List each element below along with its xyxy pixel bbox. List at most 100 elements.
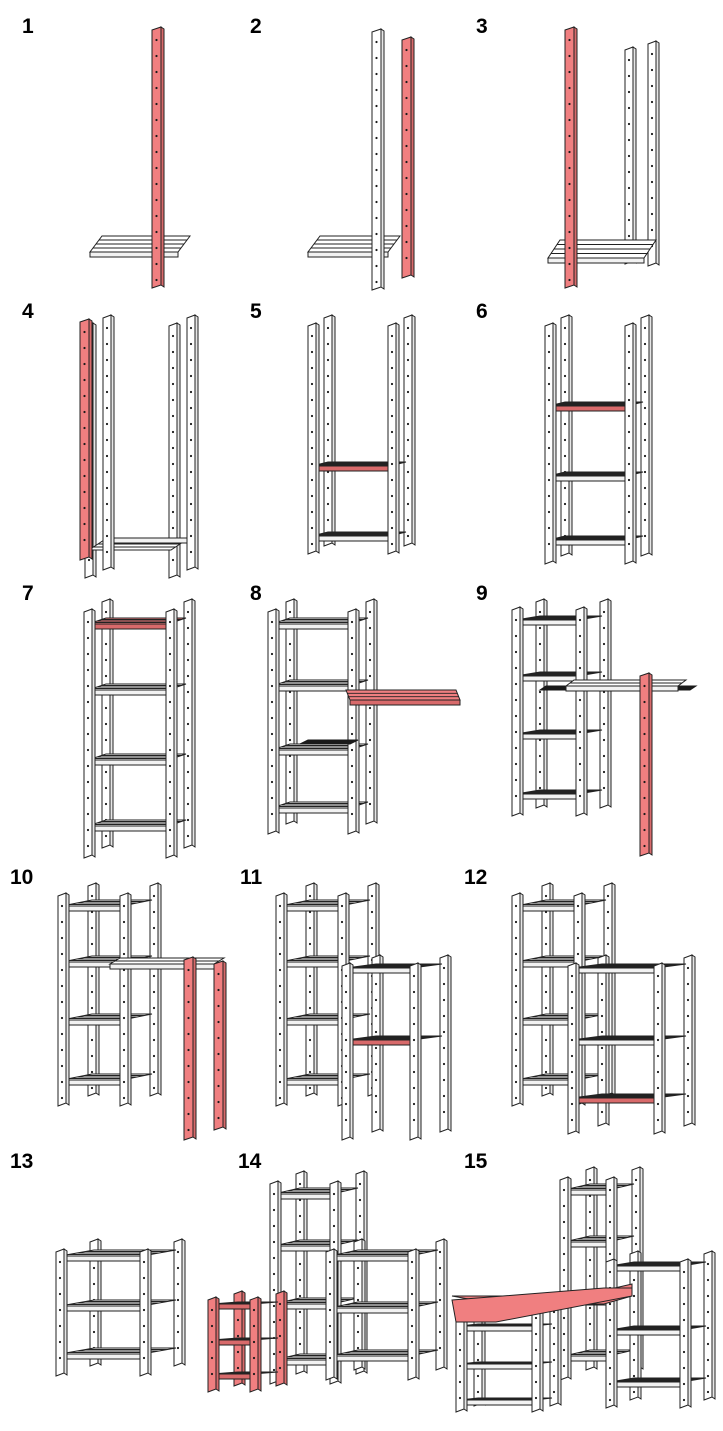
leg	[435, 1238, 448, 1371]
highlighted-leg	[401, 36, 415, 279]
leg	[575, 606, 588, 817]
step-number: 14	[238, 1150, 262, 1173]
shelf	[345, 963, 443, 974]
leg	[624, 322, 637, 565]
shelf	[89, 235, 191, 258]
leg	[624, 46, 637, 265]
highlighted-leg	[151, 26, 165, 289]
step-number: 15	[464, 1150, 488, 1173]
step-number: 2	[250, 15, 262, 38]
shelf	[515, 1073, 607, 1086]
leg	[267, 608, 280, 835]
leg	[275, 892, 288, 1107]
leg	[57, 892, 70, 1107]
shelf	[609, 1261, 707, 1272]
highlighted-leg	[564, 26, 578, 289]
highlighted-leg	[249, 1296, 262, 1393]
leg	[567, 962, 580, 1135]
highlighted-leg	[213, 960, 227, 1131]
step-number: 5	[250, 300, 262, 323]
leg	[703, 1250, 716, 1401]
leg	[439, 954, 452, 1133]
leg	[640, 314, 653, 557]
shelf	[547, 239, 657, 264]
shelf	[61, 1073, 153, 1086]
shelf	[61, 1013, 153, 1026]
shelf	[307, 235, 401, 258]
leg	[87, 882, 100, 1097]
step-13: 13	[10, 1150, 186, 1377]
shelf	[329, 1349, 439, 1362]
shelf	[271, 743, 369, 756]
step-8: 8	[250, 582, 461, 835]
shelf	[515, 899, 607, 912]
highlighted-shelf	[87, 617, 187, 630]
leg	[149, 882, 162, 1097]
step-number: 1	[22, 15, 34, 38]
leg	[387, 322, 400, 555]
leg	[285, 598, 298, 825]
shelf	[61, 899, 153, 912]
highlighted-leg	[275, 1290, 288, 1387]
shelf	[279, 955, 371, 968]
shelf	[59, 1299, 177, 1312]
step-4: 4	[22, 300, 199, 579]
leg	[541, 882, 554, 1097]
leg	[165, 608, 178, 859]
shelf	[59, 1249, 177, 1262]
leg	[168, 322, 181, 579]
highlighted-shelf	[571, 1093, 687, 1104]
leg	[365, 598, 378, 825]
highlighted-shelf	[211, 1371, 279, 1380]
step-number: 12	[464, 866, 487, 889]
leg	[323, 314, 336, 547]
step-11: 11	[240, 866, 452, 1141]
highlighted-leg	[639, 672, 653, 857]
leg	[407, 1248, 420, 1381]
shelf	[59, 1347, 177, 1360]
step-2: 2	[250, 15, 415, 291]
leg	[544, 322, 557, 565]
leg	[102, 314, 115, 571]
leg	[559, 1176, 572, 1381]
leg	[305, 882, 318, 1097]
step-12: 12	[464, 866, 696, 1135]
leg	[549, 1298, 562, 1407]
leg	[173, 1238, 186, 1367]
leg	[183, 598, 196, 849]
shelf	[279, 899, 371, 912]
highlighted-leg	[207, 1296, 220, 1393]
shelf	[87, 683, 187, 696]
leg	[307, 322, 320, 555]
shelf	[609, 1325, 707, 1336]
shelf	[515, 729, 603, 740]
shelf	[273, 1187, 359, 1200]
step-5: 5	[250, 300, 416, 555]
leg	[295, 1170, 308, 1375]
step-number: 13	[10, 1150, 33, 1173]
leg	[511, 892, 524, 1107]
leg	[560, 314, 573, 557]
shelf	[515, 615, 603, 626]
step-number: 3	[476, 15, 488, 38]
shelf	[563, 1183, 635, 1196]
leg	[679, 1258, 692, 1409]
leg	[347, 608, 360, 835]
shelf	[564, 679, 688, 692]
leg	[403, 314, 416, 547]
leg	[653, 962, 666, 1135]
leg	[585, 1166, 598, 1371]
step-number: 7	[22, 582, 34, 605]
step-3: 3	[476, 15, 660, 289]
step-15: 15	[451, 1150, 716, 1413]
step-number: 11	[240, 866, 263, 889]
leg	[139, 1248, 152, 1377]
shelf	[515, 789, 603, 800]
shelf	[279, 1013, 371, 1026]
highlighted-leg	[79, 318, 93, 561]
leg	[55, 1248, 68, 1377]
step-number: 8	[250, 582, 262, 605]
shelf	[571, 1035, 687, 1046]
step-7: 7	[22, 582, 196, 859]
leg	[535, 598, 548, 809]
